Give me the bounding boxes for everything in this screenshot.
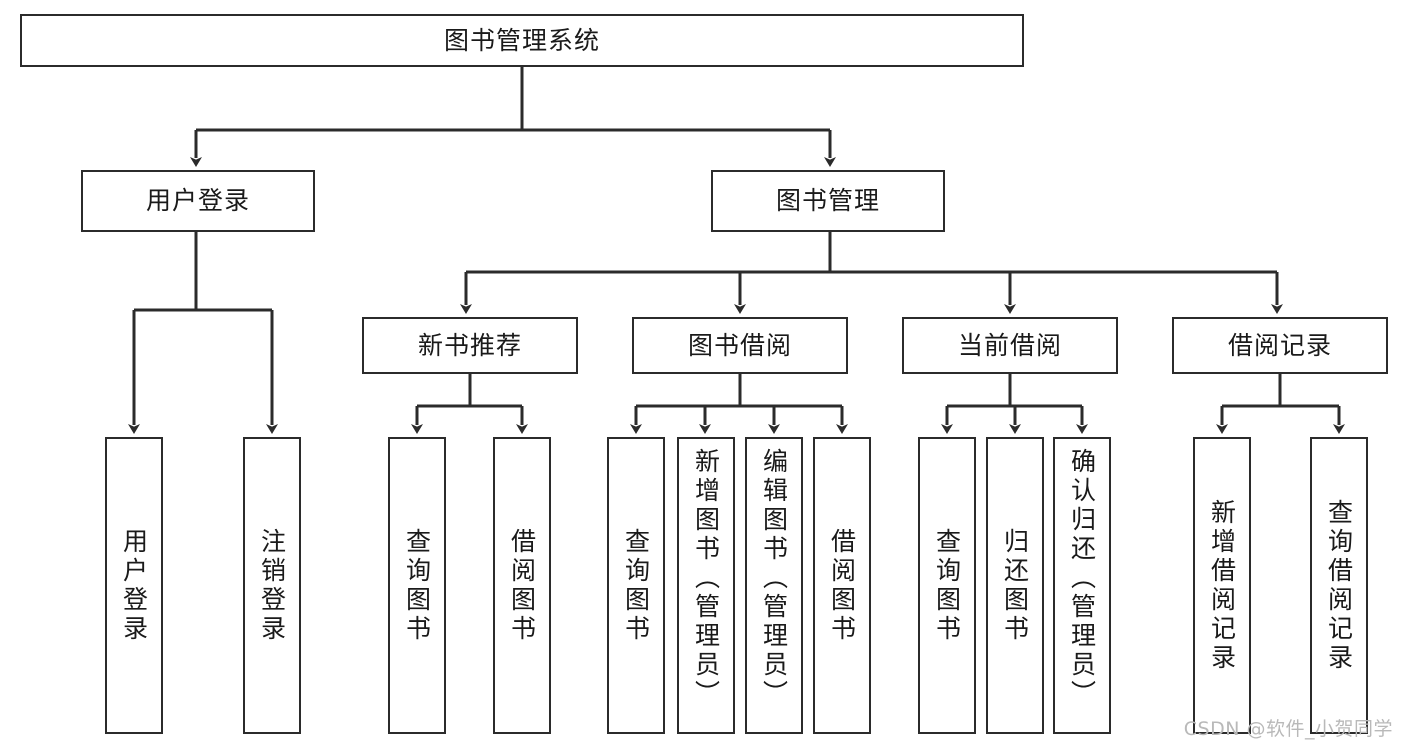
node-new-book-recommend[interactable]: 新书推荐: [362, 317, 578, 374]
node-label: 新书推荐: [417, 330, 522, 360]
node-label: 注销登录: [257, 527, 287, 644]
node-book-management[interactable]: 图书管理: [711, 170, 945, 232]
leaf-borrow-record-add-record[interactable]: 新增借阅记录: [1193, 437, 1251, 734]
node-label: 查询借阅记录: [1324, 498, 1354, 673]
node-label: 查询图书: [932, 527, 962, 644]
node-borrow-record[interactable]: 借阅记录: [1172, 317, 1388, 374]
node-label: 确认归还（管理员）: [1067, 448, 1097, 709]
leaf-book-borrow-add-book-admin[interactable]: 新增图书（管理员）: [677, 437, 735, 734]
node-user-login[interactable]: 用户登录: [81, 170, 315, 232]
leaf-book-borrow-edit-book-admin[interactable]: 编辑图书（管理员）: [745, 437, 803, 734]
node-label: 图书管理系统: [443, 25, 600, 55]
leaf-current-borrow-query-book[interactable]: 查询图书: [918, 437, 976, 734]
node-label: 查询图书: [402, 527, 432, 644]
node-label: 借阅图书: [507, 527, 537, 644]
leaf-user-login-login[interactable]: 用户登录: [105, 437, 163, 734]
leaf-book-borrow-query-book[interactable]: 查询图书: [607, 437, 665, 734]
leaf-new-book-borrow-book[interactable]: 借阅图书: [493, 437, 551, 734]
watermark-text: CSDN @软件_小贺同学: [1183, 718, 1393, 740]
leaf-new-book-query-book[interactable]: 查询图书: [388, 437, 446, 734]
leaf-book-borrow-borrow-book[interactable]: 借阅图书: [813, 437, 871, 734]
node-label: 当前借阅: [957, 330, 1062, 360]
leaf-current-borrow-confirm-return-admin[interactable]: 确认归还（管理员）: [1053, 437, 1111, 734]
node-label: 图书管理: [775, 186, 880, 215]
node-label: 用户登录: [145, 186, 250, 215]
node-label: 借阅记录: [1227, 330, 1332, 360]
node-book-borrow[interactable]: 图书借阅: [632, 317, 848, 374]
node-label: 查询图书: [621, 527, 651, 644]
node-label: 用户登录: [119, 527, 149, 644]
node-current-borrow[interactable]: 当前借阅: [902, 317, 1118, 374]
node-label: 图书借阅: [687, 330, 792, 360]
node-label: 归还图书: [1000, 527, 1030, 644]
node-label: 借阅图书: [827, 527, 857, 644]
node-label: 新增图书（管理员）: [691, 448, 721, 709]
leaf-borrow-record-query-record[interactable]: 查询借阅记录: [1310, 437, 1368, 734]
leaf-user-login-logout[interactable]: 注销登录: [243, 437, 301, 734]
node-label: 新增借阅记录: [1207, 498, 1237, 673]
node-label: 编辑图书（管理员）: [759, 448, 789, 709]
node-root-book-management-system[interactable]: 图书管理系统: [20, 14, 1024, 67]
leaf-current-borrow-return-book[interactable]: 归还图书: [986, 437, 1044, 734]
